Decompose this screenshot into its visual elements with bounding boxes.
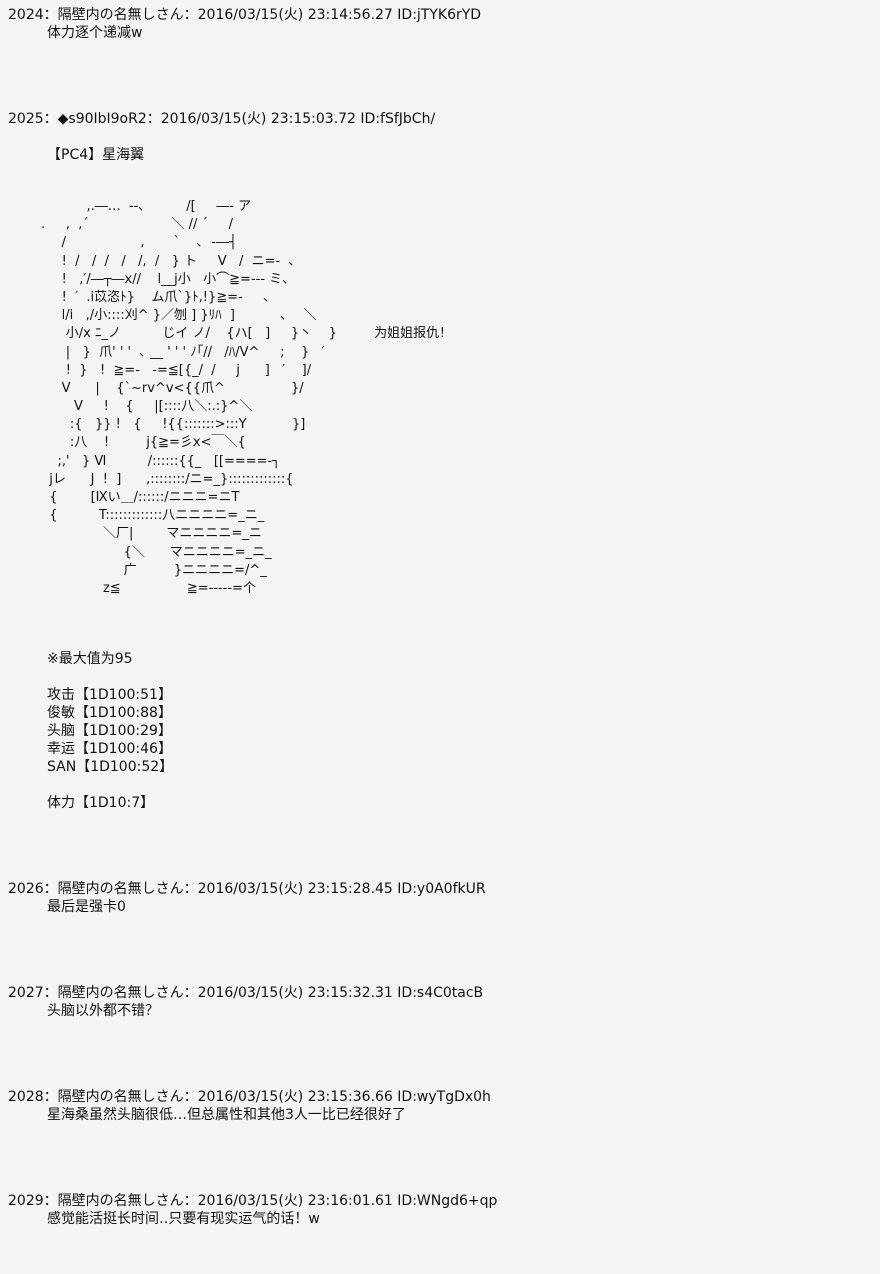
post-text: 星海桑虽然头脑很低…但总属性和其他3人一比已经很好了 [47,1107,406,1123]
stat-agility: 俊敏【1D100:88】 [47,705,172,721]
post-header: 2025：◆s90IbI9oR2：2016/03/15(火) 23:15:03.… [8,111,436,127]
stat-attack: 攻击【1D100:51】 [47,687,172,703]
post-2029: 2029：隔壁内の名無しさん：2016/03/15(火) 23:16:01.61… [8,1192,872,1228]
post-2025: 2025：◆s90IbI9oR2：2016/03/15(火) 23:15:03.… [8,110,872,164]
post-header: 2024：隔壁内の名無しさん：2016/03/15(火) 23:14:56.27… [8,7,482,23]
post-header: 2029：隔壁内の名無しさん：2016/03/15(火) 23:16:01.61… [8,1193,498,1209]
stats-note: ※最大值为95 [47,651,133,667]
stat-san: SAN【1D100:52】 [47,759,174,775]
post-text: 体力逐个递减w [47,25,143,41]
ascii-art: ,.―… --､ /[ ―- ア. , ,´ ＼ // ´ / / , ` ､ … [41,199,453,596]
stat-hp: 体力【1D10:7】 [47,795,155,811]
post-2027: 2027：隔壁内の名無しさん：2016/03/15(火) 23:15:32.31… [8,984,872,1020]
post-header: 2028：隔壁内の名無しさん：2016/03/15(火) 23:15:36.66… [8,1089,491,1105]
post-2028: 2028：隔壁内の名無しさん：2016/03/15(火) 23:15:36.66… [8,1088,872,1124]
post-text: 头脑以外都不错？ [47,1003,159,1019]
post-text: 最后是强卡0 [47,899,126,915]
post-2024: 2024：隔壁内の名無しさん：2016/03/15(火) 23:14:56.27… [8,6,872,42]
post-text: 感觉能活挺长时间‥只要有现实运气的话！w [47,1211,320,1227]
post-header: 2027：隔壁内の名無しさん：2016/03/15(火) 23:15:32.31… [8,985,484,1001]
post-title: 【PC4】星海翼 [47,147,145,163]
post-2026: 2026：隔壁内の名無しさん：2016/03/15(火) 23:15:28.45… [8,880,872,916]
stat-luck: 幸运【1D100:46】 [47,741,172,757]
post-2025-stats: ※最大值为95 攻击【1D100:51】 俊敏【1D100:88】 头脑【1D1… [8,650,872,812]
stat-brain: 头脑【1D100:29】 [47,723,172,739]
post-header: 2026：隔壁内の名無しさん：2016/03/15(火) 23:15:28.45… [8,881,486,897]
